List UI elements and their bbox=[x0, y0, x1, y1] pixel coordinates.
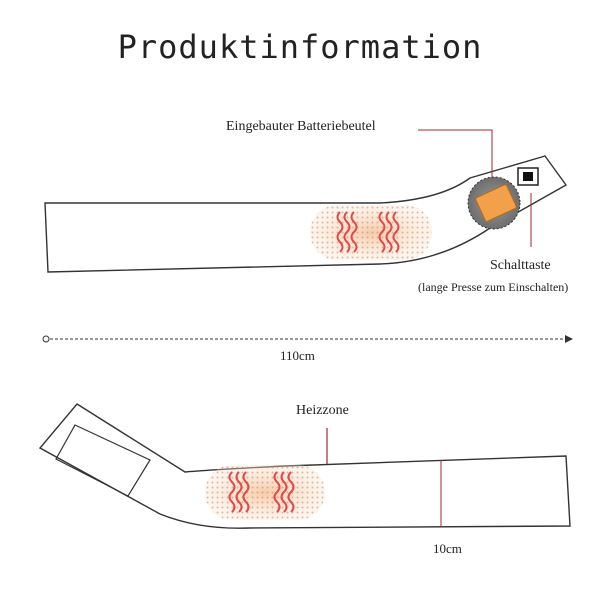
power-switch-icon bbox=[517, 167, 539, 186]
label-battery-pouch: Eingebauter Batteriebeutel bbox=[226, 119, 376, 134]
heat-wave-icon bbox=[228, 471, 295, 513]
length-dimension bbox=[42, 335, 573, 343]
arrow-head-icon bbox=[565, 335, 573, 343]
page-title: Produktinformation bbox=[117, 28, 483, 66]
heating-pad-top bbox=[310, 205, 432, 260]
pointer-lines-top bbox=[418, 129, 532, 247]
label-switch-note: (lange Presse zum Einschalten) bbox=[418, 280, 569, 294]
belt-bottom-outline bbox=[38, 403, 571, 529]
label-heating-zone: Heizzone bbox=[296, 403, 349, 418]
pocket-window bbox=[55, 424, 151, 497]
battery-icon bbox=[467, 176, 521, 230]
belt-bottom bbox=[38, 403, 571, 529]
label-length: 110cm bbox=[280, 348, 315, 363]
belt-top-outline bbox=[44, 155, 568, 273]
belt-top bbox=[44, 129, 568, 273]
label-width: 10cm bbox=[433, 541, 462, 556]
heat-wave-icon bbox=[336, 211, 400, 253]
heating-pad-bottom bbox=[205, 465, 325, 520]
label-switch: Schalttaste bbox=[490, 258, 551, 273]
